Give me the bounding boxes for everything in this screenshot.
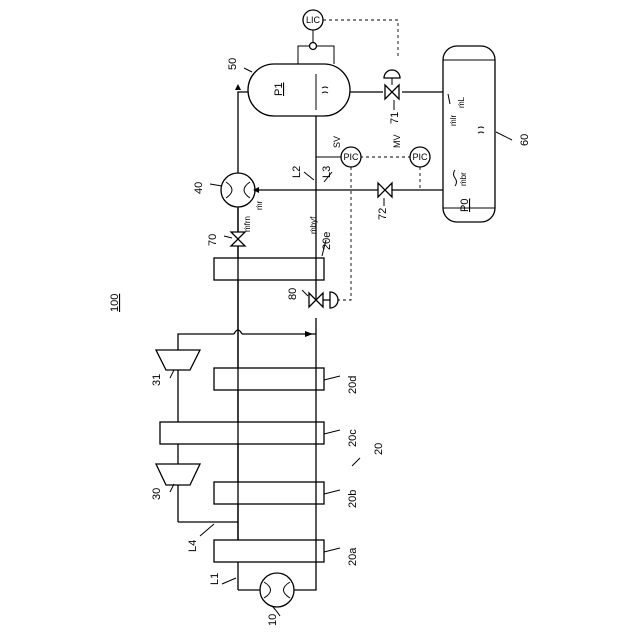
instrument-pic-sv: PIC (341, 147, 361, 167)
label-20a: 20a (347, 547, 359, 566)
label-ml: ṁL (457, 96, 466, 108)
label-20d: 20d (347, 376, 359, 394)
heat-exchanger-20e (214, 258, 324, 280)
pic-sv-label: PIC (343, 152, 359, 162)
compressor-40 (221, 173, 255, 207)
label-20e: 20e (321, 232, 333, 250)
label-40: 40 (193, 182, 205, 194)
label-30: 30 (151, 488, 163, 500)
tank-60 (443, 46, 495, 222)
valve-70 (231, 232, 245, 246)
label-mbr: ṁbr (459, 172, 468, 186)
label-mr: ṁr (255, 200, 264, 210)
label-sv: SV (332, 136, 342, 148)
label-l2: L2 (291, 166, 303, 178)
label-10: 10 (267, 614, 279, 626)
pic-mv-label: PIC (412, 152, 428, 162)
compressor-30 (156, 464, 200, 485)
line-l1 (238, 92, 248, 590)
label-71: 71 (389, 112, 401, 124)
instrument-pic-mv: PIC (410, 147, 430, 167)
figure-label: 100 (109, 294, 121, 312)
label-mlr: ṁlr (449, 115, 458, 126)
label-50: 50 (227, 58, 239, 70)
valve-72 (378, 183, 392, 197)
compressor-10 (238, 573, 316, 607)
lic-label: LIC (306, 15, 321, 25)
label-20c: 20c (347, 429, 359, 447)
valve-71 (384, 70, 400, 99)
label-60: 60 (519, 134, 531, 146)
heat-exchanger-20a (214, 540, 324, 562)
label-20b: 20b (347, 490, 359, 508)
heat-exchanger-20c (160, 422, 324, 444)
arrow-l4-return (305, 331, 313, 337)
heat-exchanger-20b (214, 482, 324, 504)
arrow-into-column (235, 84, 241, 90)
flow-arrows (235, 84, 457, 337)
signal-pic-to-80 (333, 167, 351, 300)
label-20: 20 (373, 443, 385, 455)
label-p1: P1 (273, 83, 285, 96)
valve-80 (309, 292, 338, 308)
label-70: 70 (207, 234, 219, 246)
label-l1: L1 (209, 573, 221, 585)
lic-sensor-port (310, 43, 317, 50)
label-p0: P0 (459, 199, 471, 212)
label-72: 72 (377, 208, 389, 220)
signal-lines (316, 20, 420, 300)
line-l4-top-left (178, 334, 234, 350)
label-mbyf: ṁbyf (309, 216, 318, 234)
label-l3: L3 (321, 166, 333, 178)
heat-exchanger-20d (214, 368, 324, 390)
label-mv: MV (392, 135, 402, 149)
compressor-31 (156, 350, 200, 370)
column-50 (248, 43, 350, 117)
label-mfrn: ṁfrn (243, 216, 252, 232)
label-l4: L4 (187, 540, 199, 552)
label-80: 80 (287, 288, 299, 300)
label-31: 31 (151, 374, 163, 386)
instrument-lic: LIC (303, 10, 323, 30)
